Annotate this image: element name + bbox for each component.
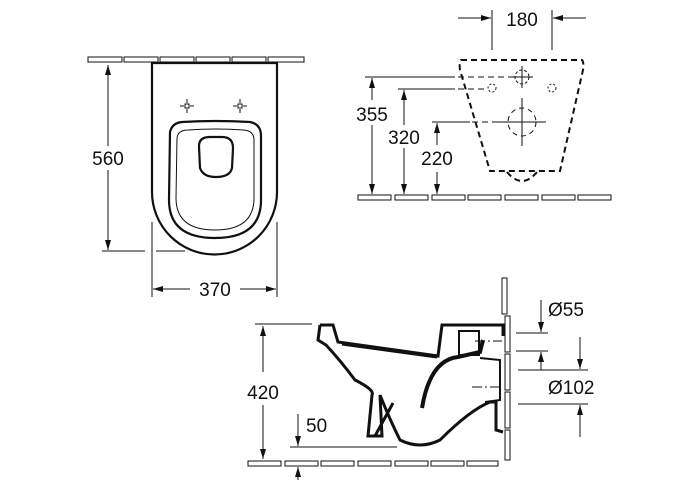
height-dimensions: 355 320 220 [356,76,512,194]
outlet-dimension: Ø102 [518,337,594,437]
bolt-spacing-label: 180 [506,10,538,31]
bowl-outline [150,61,279,256]
clearance-dimension: 50 [290,414,397,480]
floor-tiles [247,460,499,467]
bolt-icon [180,99,247,113]
lid-opening [197,135,235,179]
depth-dimension: 560 [92,65,185,252]
inlet-spigot [458,330,480,356]
bowl-outline-hidden [458,59,585,172]
outlet-spigot [479,357,501,403]
bowl-section [316,323,505,447]
wall-tiles [87,56,305,63]
depth-label: 560 [92,149,124,170]
fixing-points [487,66,557,146]
floor-tiles [357,194,612,201]
back-view: 180 355 320 220 [356,10,612,201]
side-view: 420 50 Ø55 Ø102 [247,277,594,480]
bolt-spacing-dimension: 180 [458,10,586,50]
trapway [420,339,485,409]
inlet-diameter-label: Ø55 [548,300,584,321]
height-supply-label: 355 [356,105,388,126]
width-dimension: 370 [151,222,278,301]
height-outlet-label: 220 [421,149,453,170]
height-dimension: 420 [247,323,312,459]
wall [501,277,511,461]
outlet-bump [506,171,538,182]
height-label: 420 [247,383,279,404]
top-view: 560 370 [87,56,305,301]
inlet-dimension: Ø55 [516,300,584,370]
clearance-label: 50 [306,416,327,437]
seat-outer [167,119,263,240]
height-bolts-label: 320 [388,128,420,149]
outlet-diameter-label: Ø102 [548,378,594,399]
seat-inner [175,128,255,231]
width-label: 370 [199,280,231,301]
